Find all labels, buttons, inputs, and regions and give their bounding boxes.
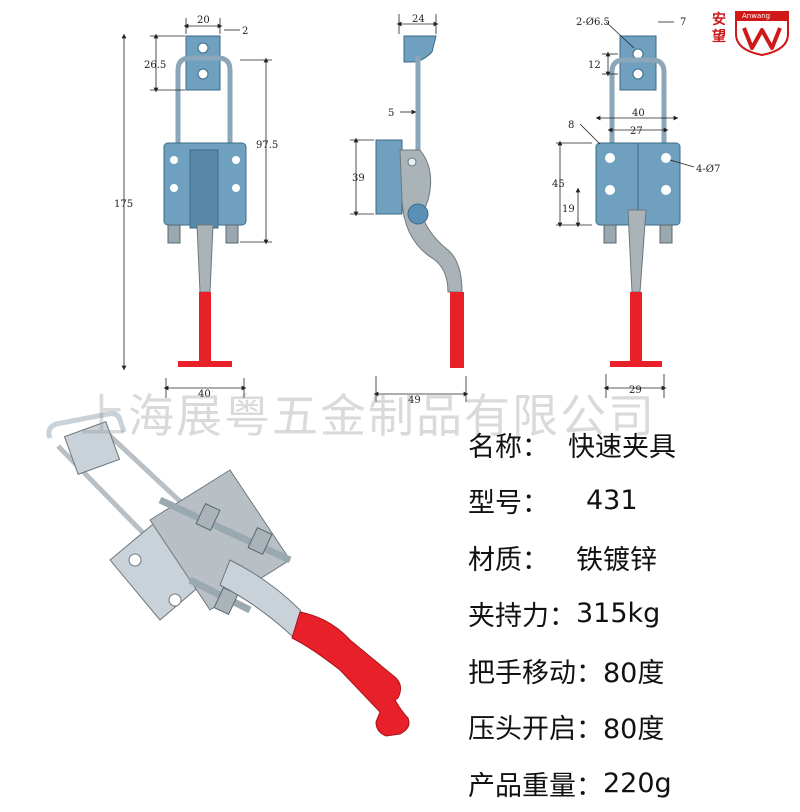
logo-chinese-text: 安望: [712, 12, 726, 45]
logo-shield-icon: [735, 11, 789, 56]
spec-value: 快速夹具: [568, 431, 676, 463]
spec-value: 80度: [603, 714, 665, 746]
spec-label: 材质：: [468, 544, 549, 576]
dim-back-holepitch: 27: [630, 126, 643, 137]
dim-back-offset: 7: [680, 17, 686, 28]
spec-label: 名称：: [468, 431, 549, 463]
spec-label: 夹持力：: [468, 601, 576, 633]
dim-back-mounting-holes: 4-Ø7: [696, 164, 720, 175]
spec-label: 产品重量：: [468, 770, 603, 802]
spec-row-handle-travel: 把手移动： 80度: [468, 642, 788, 699]
spec-row-head-opening: 压头开启： 80度: [468, 699, 788, 756]
dim-back-lower: 19: [562, 204, 575, 215]
dim-side-top: 24: [412, 14, 425, 25]
spec-label: 压头开启：: [468, 714, 603, 746]
spec-row-name: 名称： 快速夹具: [468, 416, 788, 473]
dim-front-bottom: 40: [198, 389, 211, 400]
back-view-drawing: [556, 21, 695, 398]
dim-side-plate: 39: [352, 173, 365, 184]
dim-side-bottom: 49: [408, 395, 421, 406]
dim-front-height: 175: [114, 199, 133, 210]
dim-front-span: 97.5: [256, 140, 278, 151]
dim-back-bottom: 29: [629, 385, 642, 396]
brand-logo: 安望 Anwang: [712, 8, 792, 56]
dim-back-height: 45: [552, 179, 565, 190]
dim-back-spacing: 12: [588, 60, 601, 71]
spec-label: 型号：: [468, 488, 549, 520]
spec-label: 把手移动：: [468, 657, 603, 689]
side-view-drawing: [350, 14, 469, 402]
spec-value: 431: [586, 485, 638, 517]
spec-row-weight: 产品重量： 220g: [468, 755, 788, 812]
dim-front-offset: 2: [242, 26, 248, 37]
company-watermark: 上海展粤五金制品有限公司: [80, 389, 656, 443]
spec-row-model: 型号： 431: [468, 473, 788, 530]
front-view-drawing: [121, 18, 272, 398]
spec-row-material: 材质： 铁镀锌: [468, 529, 788, 586]
dim-back-edge: 8: [568, 120, 574, 131]
spec-value: 220g: [603, 767, 672, 799]
dim-back-width: 40: [632, 108, 645, 119]
dim-side-rod: 5: [388, 108, 394, 119]
logo-english-text: Anwang: [742, 12, 771, 20]
spec-value: 315kg: [576, 598, 661, 630]
dim-front-width: 20: [197, 15, 210, 26]
spec-value: 80度: [603, 657, 665, 689]
spec-row-clamping-force: 夹持力： 315kg: [468, 586, 788, 643]
spec-list: 名称： 快速夹具 型号： 431 材质： 铁镀锌 夹持力： 315kg 把手移动…: [468, 416, 788, 812]
dim-front-hook: 26.5: [144, 60, 166, 71]
spec-value: 铁镀锌: [576, 544, 657, 576]
dim-back-holes: 2-Ø6.5: [576, 17, 610, 28]
